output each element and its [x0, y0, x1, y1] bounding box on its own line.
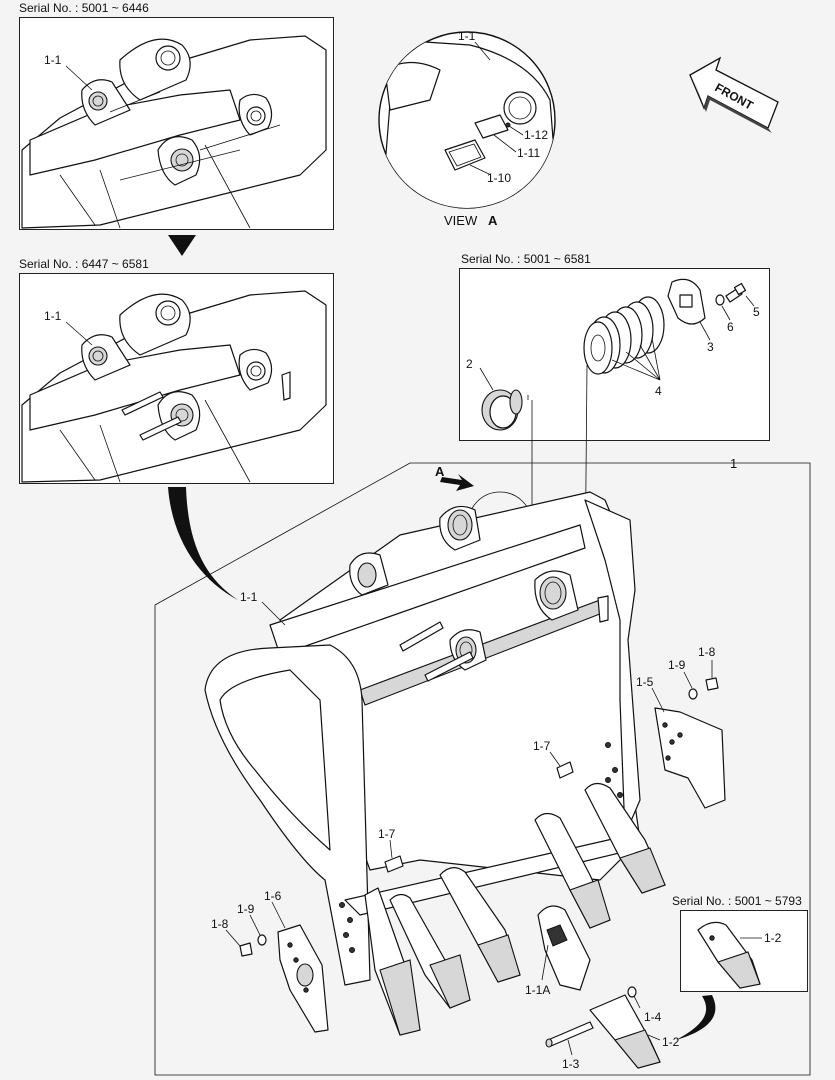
serial-title-pin: Serial No. : 5001 ~ 6581 [461, 252, 591, 266]
view-a-letter: A [488, 213, 498, 228]
curved-arrow-icon [168, 487, 238, 600]
serial-title-tooth: Serial No. : 5001 ~ 5793 [672, 894, 802, 908]
label-1-1A: 1-1A [525, 983, 550, 997]
label-5: 5 [753, 305, 760, 319]
view-label-1-11: 1-11 [517, 146, 540, 160]
view-a-detail: 1-1 1-12 1-11 1-10 VIEW A [378, 29, 556, 228]
view-label-1-12: 1-12 [524, 128, 548, 142]
main-bucket-assembly: 1 A [154, 456, 811, 1076]
label-1: 1 [730, 456, 737, 471]
label-1-8-right: 1-8 [698, 645, 716, 659]
view-a-title: VIEW [444, 213, 478, 228]
tooth-label-1-2: 1-2 [764, 931, 782, 945]
view-label-1-1: 1-1 [458, 29, 476, 43]
bucket-teeth [364, 782, 666, 1036]
top-label-1-1: 1-1 [44, 53, 62, 67]
pin-assembly: 2 4 3 6 [466, 278, 760, 586]
tooth-variant: 1-2 [697, 921, 782, 989]
main-label-1-1: 1-1 [240, 590, 258, 604]
arrow-a-label: A [435, 464, 445, 479]
label-4: 4 [655, 384, 662, 398]
label-3: 3 [707, 340, 714, 354]
label-1-5: 1-5 [636, 675, 654, 689]
label-6: 6 [727, 320, 734, 334]
tooth-curved-arrow-icon [676, 995, 716, 1040]
view-a-arrow-icon [440, 474, 474, 491]
label-1-6: 1-6 [264, 889, 282, 903]
middle-bucket-detail: 1-1 [21, 290, 327, 483]
middle-label-1-1: 1-1 [44, 309, 62, 323]
top-bucket-detail: 1-1 [21, 35, 327, 229]
label-1-9-right: 1-9 [668, 658, 686, 672]
down-arrow-icon [168, 235, 196, 256]
label-2: 2 [466, 357, 473, 371]
label-1-2: 1-2 [662, 1035, 680, 1049]
label-1-9-left: 1-9 [237, 902, 255, 916]
serial-title-middle: Serial No. : 6447 ~ 6581 [19, 257, 149, 271]
view-label-1-10: 1-10 [487, 171, 511, 185]
serial-title-top: Serial No. : 5001 ~ 6446 [19, 1, 149, 15]
front-direction-arrow: FRONT [689, 56, 779, 133]
label-1-8-left: 1-8 [211, 917, 229, 931]
label-1-7-right: 1-7 [533, 739, 551, 753]
label-1-7-left: 1-7 [378, 827, 396, 841]
label-1-4: 1-4 [644, 1010, 662, 1024]
label-1-3: 1-3 [562, 1057, 580, 1071]
shim-stack [583, 296, 665, 375]
